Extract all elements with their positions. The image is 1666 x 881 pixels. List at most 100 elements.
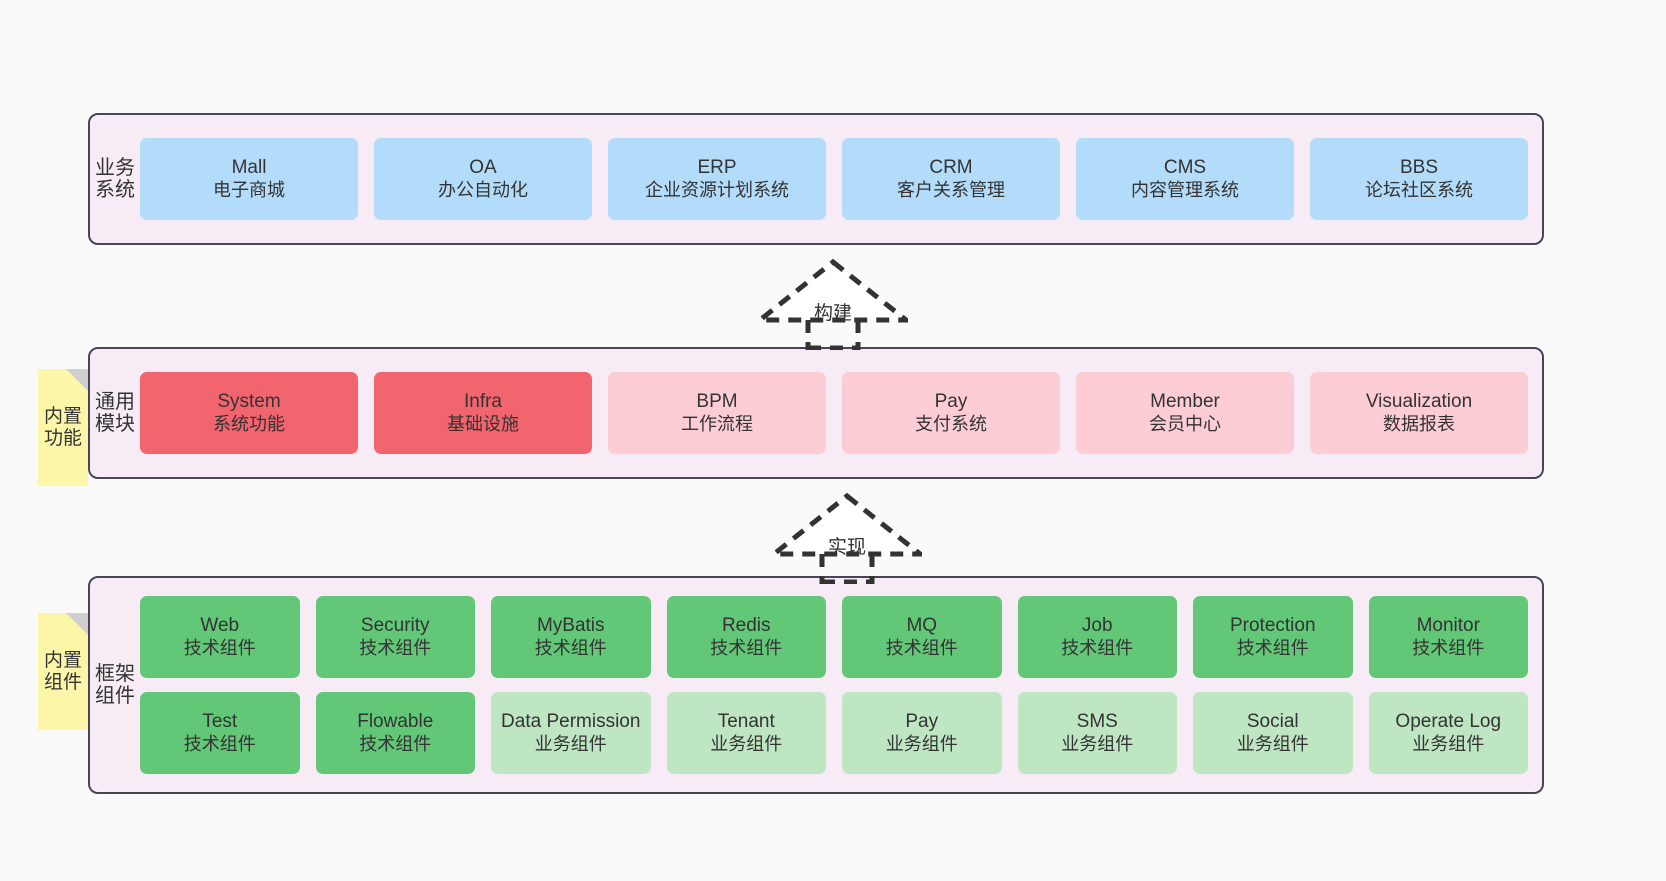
node-visualization[interactable]: Visualization 数据报表: [1310, 372, 1528, 454]
node-title: Mall: [231, 157, 267, 179]
node-subtitle: 业务组件: [1236, 733, 1309, 754]
node-title: Security: [360, 615, 430, 637]
node-subtitle: 技术组件: [1061, 637, 1134, 658]
node-subtitle: 系统功能: [213, 413, 285, 434]
sticky-note-builtin-features: 内置功能: [38, 369, 88, 486]
node-job[interactable]: Job 技术组件: [1017, 596, 1177, 678]
node-subtitle: 支付系统: [915, 413, 987, 434]
node-subtitle: 业务组件: [1412, 733, 1485, 754]
node-flowable[interactable]: Flowable 技术组件: [315, 692, 475, 774]
node-subtitle: 技术组件: [534, 637, 607, 658]
node-subtitle: 技术组件: [1236, 637, 1309, 658]
sticky-note-label: 内置功能: [43, 405, 82, 449]
node-title: MQ: [906, 615, 938, 637]
node-subtitle: 技术组件: [710, 637, 783, 658]
node-erp[interactable]: ERP 企业资源计划系统: [608, 138, 826, 220]
node-title: Pay: [934, 391, 968, 413]
node-subtitle: 数据报表: [1383, 413, 1455, 434]
node-title: Social: [1246, 711, 1299, 733]
node-title: System: [217, 391, 281, 413]
sticky-note-label: 内置组件: [43, 649, 82, 693]
node-crm[interactable]: CRM 客户关系管理: [842, 138, 1060, 220]
node-title: Operate Log: [1395, 711, 1502, 733]
node-pay-business[interactable]: Pay 业务组件: [842, 692, 1002, 774]
node-title: Flowable: [357, 711, 434, 733]
node-mybatis[interactable]: MyBatis 技术组件: [491, 596, 651, 678]
node-operate-log[interactable]: Operate Log 业务组件: [1368, 692, 1528, 774]
node-tenant[interactable]: Tenant 业务组件: [666, 692, 826, 774]
node-bbs[interactable]: BBS 论坛社区系统: [1310, 138, 1528, 220]
layer-body-framework-components: Web 技术组件 Security 技术组件 MyBatis 技术组件 Redi…: [140, 578, 1542, 792]
node-monitor[interactable]: Monitor 技术组件: [1368, 596, 1528, 678]
node-title: Tenant: [717, 711, 775, 733]
node-subtitle: 技术组件: [885, 637, 958, 658]
node-redis[interactable]: Redis 技术组件: [666, 596, 826, 678]
node-subtitle: 办公自动化: [438, 179, 528, 200]
node-subtitle: 业务组件: [885, 733, 958, 754]
node-social[interactable]: Social 业务组件: [1193, 692, 1353, 774]
node-subtitle: 技术组件: [359, 733, 432, 754]
node-subtitle: 技术组件: [183, 637, 256, 658]
connector-build-arrow: [758, 258, 908, 350]
node-subtitle: 客户关系管理: [897, 179, 1005, 200]
node-title: Data Permission: [501, 711, 641, 733]
node-bpm[interactable]: BPM 工作流程: [608, 372, 826, 454]
node-pay[interactable]: Pay 支付系统: [842, 372, 1060, 454]
node-title: BBS: [1399, 157, 1439, 179]
node-member[interactable]: Member 会员中心: [1076, 372, 1294, 454]
node-title: OA: [469, 157, 497, 179]
node-row: Mall 电子商城 OA 办公自动化 ERP 企业资源计划系统 CRM 客户关系…: [140, 138, 1528, 220]
node-subtitle: 电子商城: [213, 179, 285, 200]
layer-common-modules[interactable]: 通用模块 System 系统功能 Infra 基础设施 BPM 工作流程 Pay…: [88, 347, 1544, 479]
layer-label-business-systems: 业务系统: [95, 156, 135, 201]
node-title: MyBatis: [536, 615, 605, 637]
node-mq[interactable]: MQ 技术组件: [842, 596, 1002, 678]
node-infra[interactable]: Infra 基础设施: [374, 372, 592, 454]
node-sms[interactable]: SMS 业务组件: [1017, 692, 1177, 774]
layer-body-common-modules: System 系统功能 Infra 基础设施 BPM 工作流程 Pay 支付系统…: [140, 349, 1542, 477]
sticky-note-builtin-components: 内置组件: [38, 613, 88, 730]
connector-implement: 实现: [772, 492, 922, 584]
node-oa[interactable]: OA 办公自动化: [374, 138, 592, 220]
node-title: Member: [1150, 391, 1220, 413]
node-row: Web 技术组件 Security 技术组件 MyBatis 技术组件 Redi…: [140, 596, 1528, 678]
node-title: Infra: [463, 391, 503, 413]
node-title: Job: [1081, 615, 1113, 637]
layer-framework-components[interactable]: 框架组件 Web 技术组件 Security 技术组件 MyBatis 技术组件…: [88, 576, 1544, 794]
connector-build: 构建: [758, 258, 908, 350]
node-title: Redis: [721, 615, 771, 637]
node-subtitle: 工作流程: [681, 413, 753, 434]
node-subtitle: 基础设施: [447, 413, 519, 434]
node-title: Pay: [905, 711, 939, 733]
node-test[interactable]: Test 技术组件: [140, 692, 300, 774]
node-title: Visualization: [1365, 391, 1473, 413]
node-security[interactable]: Security 技术组件: [315, 596, 475, 678]
sticky-fold-corner-icon: [66, 369, 88, 391]
node-system[interactable]: System 系统功能: [140, 372, 358, 454]
node-title: Web: [200, 615, 240, 637]
sticky-fold-corner-icon: [66, 613, 88, 635]
node-title: CRM: [929, 157, 973, 179]
node-subtitle: 技术组件: [359, 637, 432, 658]
connector-build-label: 构建: [813, 303, 853, 324]
node-subtitle: 会员中心: [1149, 413, 1221, 434]
node-protection[interactable]: Protection 技术组件: [1193, 596, 1353, 678]
node-subtitle: 论坛社区系统: [1365, 179, 1473, 200]
node-row: Test 技术组件 Flowable 技术组件 Data Permission …: [140, 692, 1528, 774]
node-subtitle: 业务组件: [1061, 733, 1134, 754]
node-title: BPM: [696, 391, 738, 413]
node-cms[interactable]: CMS 内容管理系统: [1076, 138, 1294, 220]
connector-implement-arrow: [772, 492, 922, 584]
node-title: Monitor: [1416, 615, 1480, 637]
node-row: System 系统功能 Infra 基础设施 BPM 工作流程 Pay 支付系统…: [140, 372, 1528, 454]
layer-body-business-systems: Mall 电子商城 OA 办公自动化 ERP 企业资源计划系统 CRM 客户关系…: [140, 115, 1542, 243]
node-data-permission[interactable]: Data Permission 业务组件: [491, 692, 651, 774]
layer-business-systems[interactable]: 业务系统 Mall 电子商城 OA 办公自动化 ERP 企业资源计划系统 CRM…: [88, 113, 1544, 245]
node-mall[interactable]: Mall 电子商城: [140, 138, 358, 220]
node-web[interactable]: Web 技术组件: [140, 596, 300, 678]
layer-label-common-modules: 通用模块: [95, 390, 135, 435]
node-title: SMS: [1076, 711, 1118, 733]
node-title: Test: [202, 711, 238, 733]
node-subtitle: 业务组件: [534, 733, 607, 754]
